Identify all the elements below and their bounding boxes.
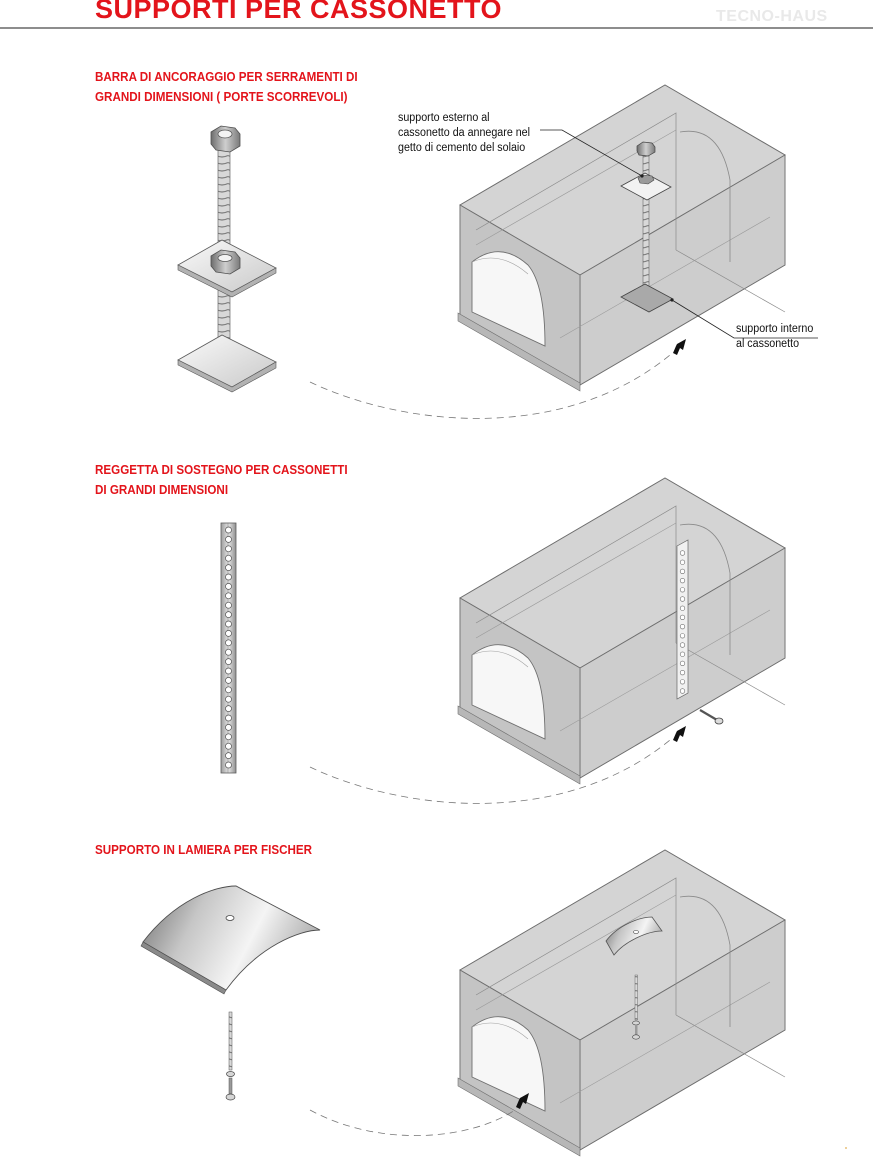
hole [679,587,686,593]
brand-name: TECNO-HAUS [716,8,828,25]
arrow-up-icon [673,339,686,355]
hole [225,592,232,600]
section-1-title-line-1: BARRA DI ANCORAGGIO PER SERRAMENTI DI [95,70,358,84]
section-3-title-line-1: SUPPORTO IN LAMIERA PER FISCHER [95,843,313,857]
curved-sheet-support [140,885,321,995]
hole [225,677,232,684]
hole [225,714,232,722]
header-divider [0,27,873,29]
hole [679,614,686,620]
hole [679,688,686,694]
hole [225,601,232,609]
hole [679,550,686,556]
hole [225,554,232,562]
annotation-internal-line-2: al cassonetto [736,338,800,350]
hole [679,578,686,584]
section-2-title-line-2: DI GRANDI DIMENSIONI [95,483,229,497]
section-3-title: SUPPORTO IN LAMIERA PER FISCHER [95,840,312,860]
hole [225,648,232,656]
hole [225,658,232,665]
cassonetto-box-1 [457,84,818,392]
strip-holes [225,526,232,769]
middle-nut-icon [210,249,241,275]
section-2-title: REGGETTA DI SOSTEGNO PER CASSONETTI DI G… [95,460,348,500]
hole [225,639,232,647]
annotation-internal-line-1: supporto interno [736,323,814,335]
hole [225,630,232,637]
hole [679,605,686,611]
fischer-anchor [225,1011,236,1101]
hole [225,536,232,543]
top-nut-icon [210,125,241,153]
hole [225,695,232,703]
annotation-external-support: supporto esterno al cassonetto da annega… [398,111,530,156]
hole [679,679,686,685]
hole [225,545,232,553]
hole [225,564,232,571]
hole [225,752,232,759]
annotation-external-line-2: cassonetto da annegare nel [398,127,531,139]
hole [679,624,686,630]
hole [225,573,232,581]
hole [679,596,686,602]
annotation-external-line-3: getto di cemento del solaio [398,142,526,154]
hole [679,660,686,667]
arrow-up-icon [516,1093,529,1109]
page-title: SUPPORTI PER CASSONETTO [95,0,503,24]
hole [225,761,232,769]
annotation-external-line-1: supporto esterno al [398,112,490,124]
hole [225,733,232,741]
hole [679,651,686,657]
section-1-title: BARRA DI ANCORAGGIO PER SERRAMENTI DI GR… [95,67,358,107]
annotation-internal-support: supporto interno al cassonetto [736,322,813,352]
hole [225,724,232,731]
cassonetto-box-3 [457,849,786,1157]
hole [225,620,232,628]
hole [225,742,232,750]
section-1-title-line-2: GRANDI DIMENSIONI ( PORTE SCORREVOLI) [95,90,348,104]
hole [679,568,686,574]
hole [225,583,232,590]
cassonetto-box-2 [457,477,786,785]
hole [225,705,232,712]
lower-plate [177,334,277,393]
screw-icon [699,709,724,725]
hole [225,667,232,675]
hole [225,686,232,694]
section-2-title-line-1: REGGETTA DI SOSTEGNO PER CASSONETTI [95,463,348,477]
hole [679,633,686,639]
arrow-up-icon [673,726,686,742]
hole [225,526,232,534]
hole [679,559,686,565]
anchor-bar-exploded [177,125,277,393]
perforated-strip [220,522,237,774]
hole [679,670,686,676]
hole [679,642,686,648]
hole [225,611,232,618]
